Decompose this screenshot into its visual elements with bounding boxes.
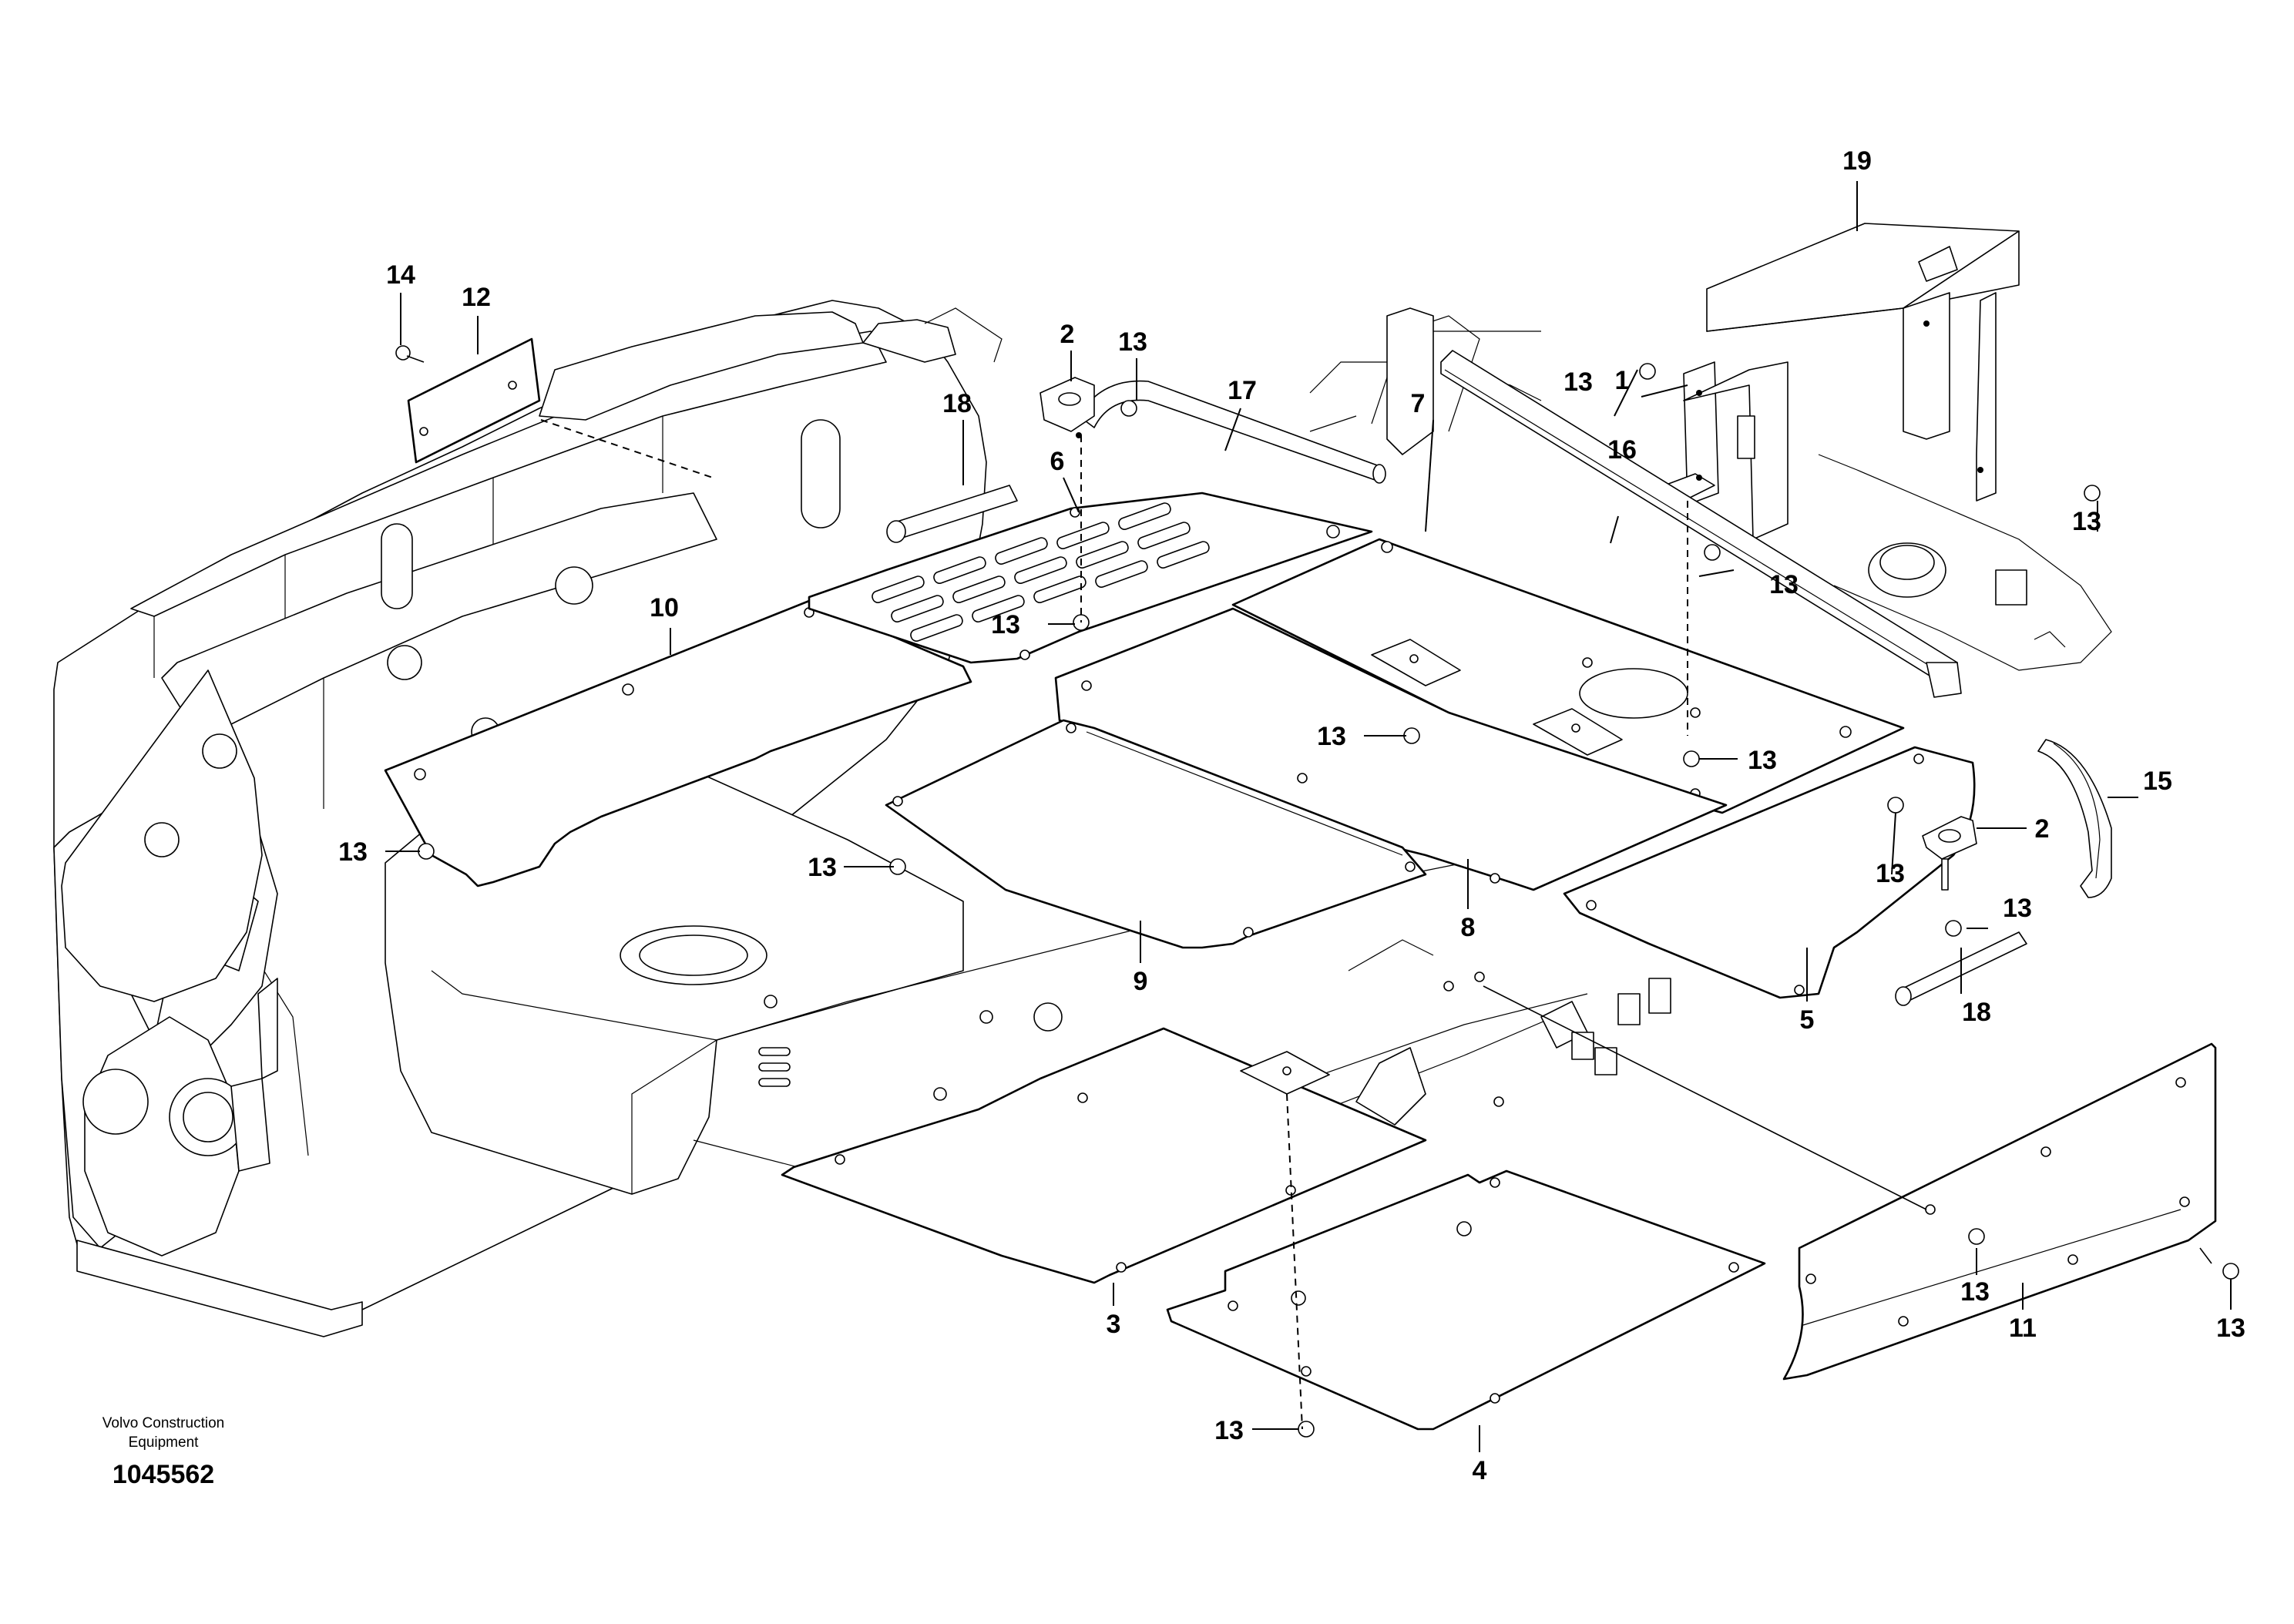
bolt-13-a xyxy=(1120,400,1137,417)
drawing-number: 1045562 xyxy=(113,1460,214,1489)
callout-8: 8 xyxy=(1461,913,1476,942)
bolt-13-c xyxy=(418,843,435,860)
part-3-floor-plate xyxy=(781,1027,1427,1284)
bolt-13-n xyxy=(1298,1421,1315,1438)
vent-slots xyxy=(872,502,1210,642)
bolt-13-l xyxy=(1968,1228,1985,1245)
part-11-side-cover xyxy=(1782,1042,2217,1381)
callout-13-g: 13 xyxy=(1563,367,1593,397)
part-6-grille-plate xyxy=(808,492,1373,664)
part-12-cover xyxy=(407,337,541,464)
bolt-13-g xyxy=(1639,363,1656,380)
callout-18-bottom: 18 xyxy=(1962,998,1991,1027)
callout-13-l: 13 xyxy=(1960,1277,1990,1307)
part-16-rail xyxy=(1440,350,1962,698)
manufacturer-mark: Volvo Construction Equipment 1045562 xyxy=(102,1415,224,1489)
callout-7: 7 xyxy=(1411,389,1426,418)
callout-3: 3 xyxy=(1107,1310,1121,1339)
manufacturer-line-1: Volvo Construction xyxy=(102,1415,224,1431)
callout-13-i: 13 xyxy=(2072,507,2101,536)
callout-14: 14 xyxy=(386,260,415,290)
bolt-13-k xyxy=(1945,920,1962,937)
leader-lines xyxy=(385,181,2232,1452)
part-10-floor-plate xyxy=(384,599,972,887)
callout-labels: 1 2 2 3 4 5 6 7 8 9 10 11 12 14 15 16 17… xyxy=(338,146,2245,1485)
callout-15: 15 xyxy=(2143,767,2172,796)
callout-11: 11 xyxy=(2009,1314,2037,1343)
callout-13-d: 13 xyxy=(808,853,837,882)
callout-9: 9 xyxy=(1134,967,1148,996)
callout-18-top: 18 xyxy=(942,389,972,418)
part-18-strip-bottom xyxy=(1895,931,2027,1006)
part-9-floor-plate xyxy=(885,719,1427,949)
callout-13-e: 13 xyxy=(1317,722,1346,751)
manufacturer-line-2: Equipment xyxy=(129,1434,200,1451)
callout-13-f: 13 xyxy=(1748,746,1777,775)
callout-13-b: 13 xyxy=(991,610,1020,639)
bolt-13-m xyxy=(2222,1263,2239,1280)
callout-2-right: 2 xyxy=(2035,814,2050,844)
callout-13-j: 13 xyxy=(1876,859,1905,888)
part-2-bracket-right xyxy=(1922,816,1977,891)
part-18-strip-top xyxy=(886,485,1018,543)
bolt-13-i xyxy=(2084,485,2101,502)
bolt-set xyxy=(418,363,2239,1438)
callout-2-top: 2 xyxy=(1060,320,1075,349)
callout-10: 10 xyxy=(650,593,679,622)
callout-13-m: 13 xyxy=(2216,1314,2245,1343)
callout-13-n: 13 xyxy=(1214,1416,1244,1445)
callout-1: 1 xyxy=(1615,366,1630,395)
callout-13-a: 13 xyxy=(1118,327,1147,357)
part-4-floor-plate xyxy=(1166,1169,1766,1431)
callout-17: 17 xyxy=(1228,376,1257,405)
part-15-tube xyxy=(2037,739,2112,898)
part-17-seal xyxy=(1078,380,1386,484)
callout-16: 16 xyxy=(1607,435,1637,465)
assembly-lines xyxy=(1483,985,2212,1264)
part-2-bracket-top xyxy=(1040,377,1095,438)
bolt-13-j xyxy=(1887,797,1904,814)
callout-13-c: 13 xyxy=(338,837,368,867)
part-14-bolt xyxy=(395,345,425,363)
callout-19: 19 xyxy=(1842,146,1872,176)
callout-4: 4 xyxy=(1473,1456,1487,1485)
fastener-axes xyxy=(540,419,1688,1430)
bolt-13-h xyxy=(1704,544,1721,561)
callout-13-h: 13 xyxy=(1769,570,1799,599)
callout-13-k: 13 xyxy=(2003,894,2032,923)
callout-5: 5 xyxy=(1800,1005,1815,1035)
bolt-13-f xyxy=(1683,750,1700,767)
part-19-cover xyxy=(1706,223,2020,502)
callout-6: 6 xyxy=(1050,447,1065,476)
callout-12: 12 xyxy=(462,283,491,312)
